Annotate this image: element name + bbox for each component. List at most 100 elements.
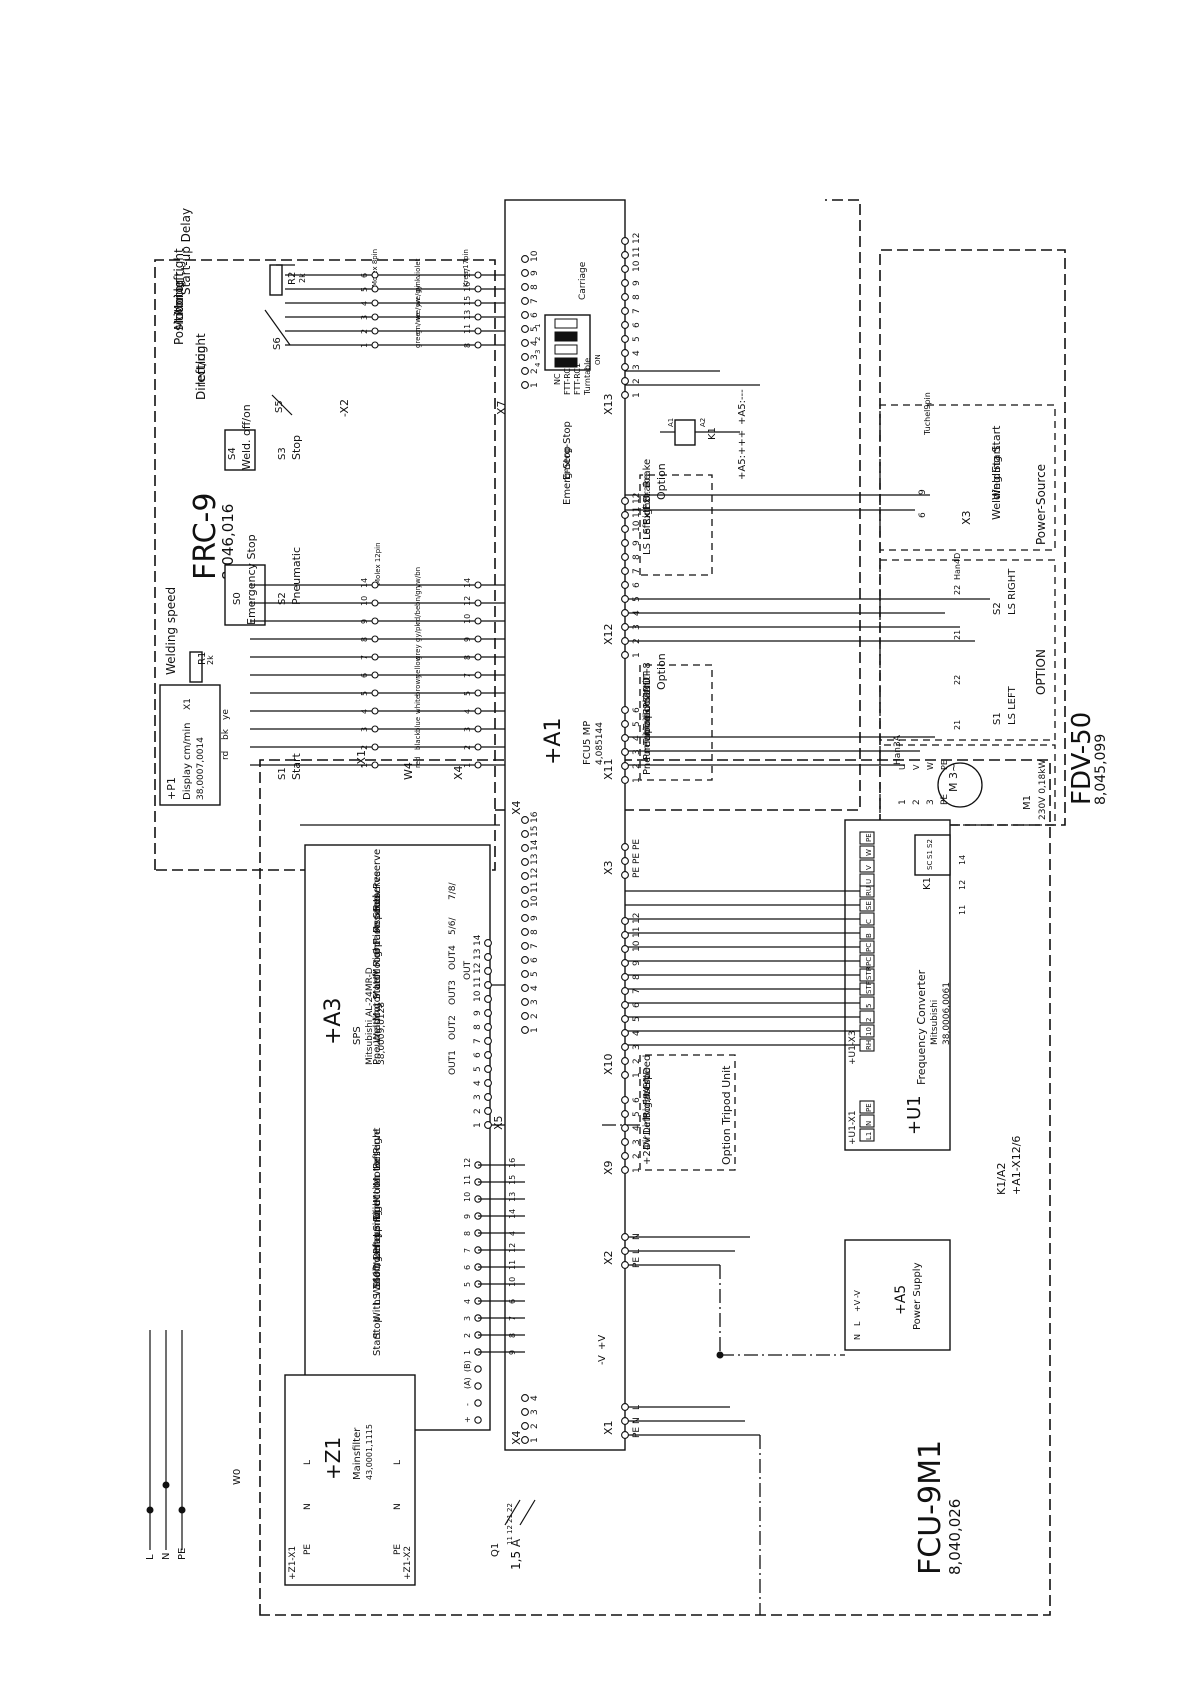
sps-input-conn: 13 [508, 1192, 517, 1202]
z1-left-pin: N [303, 1503, 313, 1510]
x10-pin: 8 [632, 974, 642, 980]
u1-x3-pin: 10 [865, 1027, 873, 1036]
x3-pin: PE [632, 853, 642, 864]
x3-terminal [621, 857, 629, 865]
cable-x2-pin: 4 [360, 301, 369, 306]
sps-outputs: OUT1OUT2OUT3OUT45/6/7/8/PneumaticWelding… [372, 849, 458, 1075]
x5-pin: 2 [473, 1108, 483, 1114]
cable-x1-dst: 1 [463, 763, 472, 768]
u1-out-pin: W [865, 849, 873, 856]
cable-x1-dst: 8 [463, 655, 472, 660]
x7-pin: 2 [530, 368, 540, 374]
mains-cable: W0 [232, 1469, 243, 1485]
x10-pin: 10 [632, 940, 642, 952]
cable-x1-color: grey [414, 644, 422, 660]
sps-input-pin: 8 [463, 1231, 472, 1236]
a1-labels: +A1 FCU5 MP 4,085144 [541, 718, 605, 765]
sps-output-label: Option Stativ [372, 889, 383, 955]
s1-tag: S1 [277, 767, 288, 780]
u1-out-pin: PE [865, 833, 873, 842]
x4-left-terminal [521, 900, 529, 908]
x5-terminal [484, 1023, 492, 1031]
x9-terminal [621, 1152, 629, 1160]
x13-terminal [621, 307, 629, 315]
sps-input-conn: 7 [508, 1316, 517, 1321]
x5-terminal [484, 1037, 492, 1045]
cable-x1-pin: 5 [360, 691, 369, 696]
option-tripod-title: Option Tripod Unit [720, 1065, 733, 1165]
wire-layer [146, 370, 990, 1615]
option-ls-pin: 21 [953, 720, 962, 730]
cable-x1-plug-pin [371, 689, 379, 697]
x13-pin: 10 [632, 260, 642, 272]
u1-x3-terminal [859, 1024, 875, 1038]
x1-pin: N [632, 1417, 642, 1424]
x10-pin: 9 [632, 960, 642, 966]
cable-x1-color: red [414, 757, 422, 768]
x1-terminal [621, 1431, 629, 1439]
x9-pin: 6 [632, 1097, 642, 1103]
u1-x3-pin: PC [865, 943, 873, 952]
s3-label: Stop [290, 435, 303, 460]
x4-left-pin: 2 [530, 1013, 540, 1019]
x5-pin: 9 [473, 1010, 483, 1016]
fdv50-motor: M 3~ M1 230V 0,18kW FDV-50 8,045,099 Han… [879, 712, 1109, 835]
a5-pin: -V [853, 1290, 862, 1298]
motor-symbol: M 3~ [947, 763, 960, 792]
x12-terminal [621, 511, 629, 519]
cable-x1-dst: 10 [463, 614, 472, 624]
motor-pin: 2 [912, 799, 922, 805]
u1-x1-terminal [859, 1128, 875, 1142]
u1-tag: +U1 [904, 1095, 925, 1135]
cable-x2-plug-pin [371, 299, 379, 307]
x4-left-pin: 14 [530, 839, 540, 851]
option-brake: Option Ext. Brake Ext. Brake LS Right - … [639, 459, 713, 576]
motor-pin: 3 [926, 799, 936, 805]
sps-output-label: Motor Right [372, 941, 383, 999]
cable-x1-color: gy/pk [414, 622, 422, 642]
x5-pin: 14 [473, 934, 483, 946]
x4-left-pin: 1 [530, 1027, 540, 1033]
x7-terminal [521, 255, 529, 263]
a5-pin: N [853, 1334, 862, 1340]
p1-pin-ye: ye [221, 709, 231, 720]
x13-label: X13 [602, 393, 615, 415]
x7-terminal [521, 297, 529, 305]
u1-x3-pin: PC [865, 957, 873, 966]
x11-pin: 2 [632, 763, 642, 769]
r1-welding-speed: R1 2k Welding speed [164, 587, 215, 683]
x13-terminal [621, 391, 629, 399]
fcu9m1-frame [259, 759, 1051, 1616]
option-tripod-item: Hor./Vert. [642, 1073, 653, 1120]
x12-pin: 12 [632, 493, 642, 504]
u1-x1-terminal [859, 1100, 875, 1114]
motor-phase: W [926, 762, 935, 770]
cable-x1-plug-pin [371, 743, 379, 751]
x13-terminal [621, 321, 629, 329]
u1-out-terminal [859, 873, 875, 887]
x12-pin: 2 [632, 638, 642, 644]
cable-x1-pin: 10 [360, 596, 369, 606]
s0-label: Emergency Stop [245, 534, 258, 625]
x12-terminal [621, 609, 629, 617]
x5-terminal [484, 1009, 492, 1017]
cable-x2-plug-pin [371, 327, 379, 335]
power-source-title: Power-Source [1034, 464, 1048, 545]
x13-pin: 6 [632, 322, 642, 328]
x3-pe-label: X3 [602, 860, 615, 875]
x4-left-terminal [521, 886, 529, 894]
a3-sps: +A3 SPS Mitsubishi AL-24MR-D 38,0009,012… [304, 844, 491, 1431]
motor-rating: 230V 0,18kW [1038, 760, 1048, 820]
x4-left-label: X4 [510, 800, 523, 815]
x5-label: X5 [492, 1115, 505, 1130]
x4-left-pin: 7 [530, 943, 540, 949]
cable-x1-plug-pin [371, 581, 379, 589]
x12-terminal [621, 567, 629, 575]
u1-x3-terminal [859, 912, 875, 926]
cable-x2-pin: 1 [360, 343, 369, 348]
x2-terminal [621, 1233, 629, 1241]
cable-x2-socket-pin [474, 285, 482, 293]
x5-pin: 8 [473, 1024, 483, 1030]
cable-x1-plug-pin [371, 761, 379, 769]
cable-x1-pin: 2 [360, 745, 369, 750]
